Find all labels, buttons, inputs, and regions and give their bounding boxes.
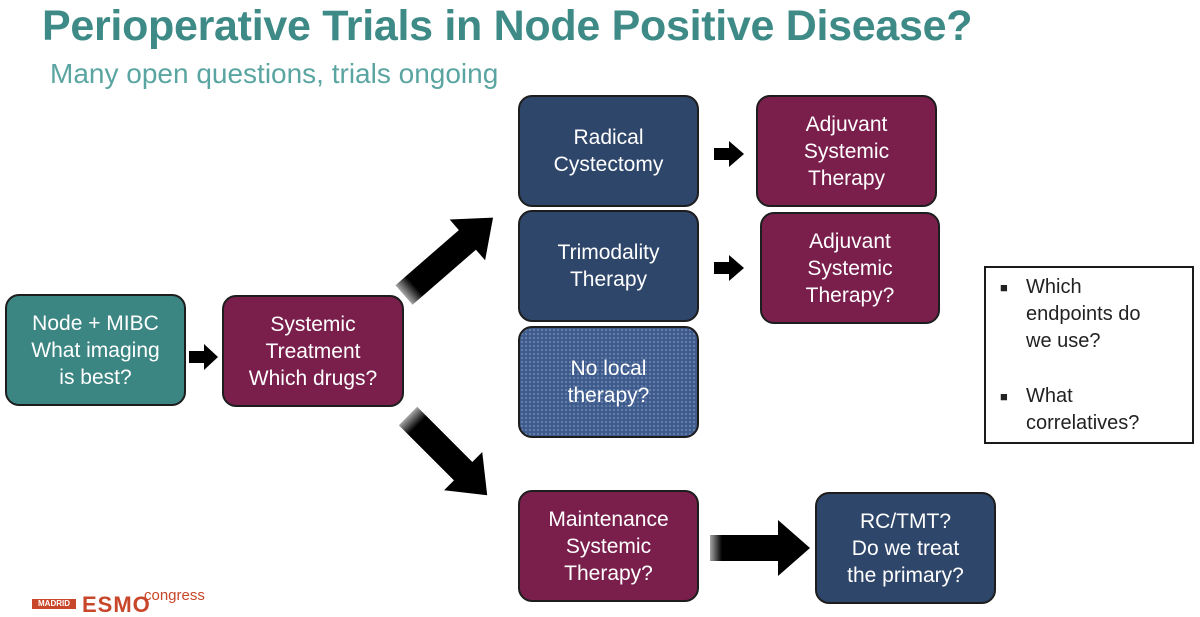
arrow-to-adjuvant-tmt — [714, 255, 744, 281]
adjuvant-systemic-therapy-question-text: Adjuvant Systemic Therapy? — [805, 229, 895, 307]
maintenance-systemic-therapy-text: Maintenance Systemic Therapy? — [548, 507, 669, 585]
maintenance-systemic-therapy-box: Maintenance Systemic Therapy? — [518, 490, 699, 602]
trimodality-therapy-box: Trimodality Therapy — [518, 210, 699, 322]
rc-tmt-text: RC/TMT? Do we treat the primary? — [847, 509, 964, 587]
no-local-therapy-text: No local therapy? — [567, 357, 650, 407]
node-mibc-text: Node + MIBC What imaging is best? — [31, 311, 160, 389]
arrow-diagonal-up — [395, 217, 494, 305]
logo-city: MADRID — [32, 599, 76, 609]
esmo-congress-logo: MADRID ESMO congress — [30, 586, 210, 616]
adjuvant-systemic-therapy-box: Adjuvant Systemic Therapy — [756, 95, 937, 207]
logo-word: congress — [144, 587, 205, 604]
rc-tmt-box: RC/TMT? Do we treat the primary? — [815, 492, 996, 604]
question-endpoints: Which endpoints do we use? — [1026, 276, 1141, 352]
arrow-to-systemic-treatment — [189, 344, 218, 370]
slide-title: Perioperative Trials in Node Positive Di… — [42, 2, 973, 50]
node-mibc-box: Node + MIBC What imaging is best? — [5, 294, 186, 406]
square-bullet-icon: ■ — [1000, 389, 1008, 404]
arrow-diagonal-down — [398, 406, 488, 496]
slide-subtitle: Many open questions, trials ongoing — [50, 58, 499, 89]
open-questions-box: ■ Which endpoints do we use? ■ What corr… — [984, 266, 1194, 444]
systemic-treatment-text: Systemic Treatment Which drugs? — [248, 312, 378, 390]
adjuvant-systemic-therapy-text: Adjuvant Systemic Therapy — [803, 112, 890, 190]
radical-cystectomy-box: Radical Cystectomy — [518, 95, 699, 207]
no-local-therapy-box: No local therapy? — [518, 326, 699, 438]
logo-brand: ESMO — [82, 592, 151, 617]
question-correlatives: What correlatives? — [1026, 385, 1140, 434]
square-bullet-icon: ■ — [1000, 280, 1008, 295]
question-item: ■ Which endpoints do we use? — [1000, 274, 1184, 355]
systemic-treatment-box: Systemic Treatment Which drugs? — [222, 295, 404, 407]
adjuvant-systemic-therapy-question-box: Adjuvant Systemic Therapy? — [760, 212, 940, 324]
trimodality-therapy-text: Trimodality Therapy — [557, 241, 660, 291]
question-item: ■ What correlatives? — [1000, 383, 1184, 437]
arrow-to-adjuvant-rc — [714, 141, 744, 167]
arrow-to-rc-tmt — [710, 520, 810, 576]
radical-cystectomy-text: Radical Cystectomy — [553, 126, 664, 176]
